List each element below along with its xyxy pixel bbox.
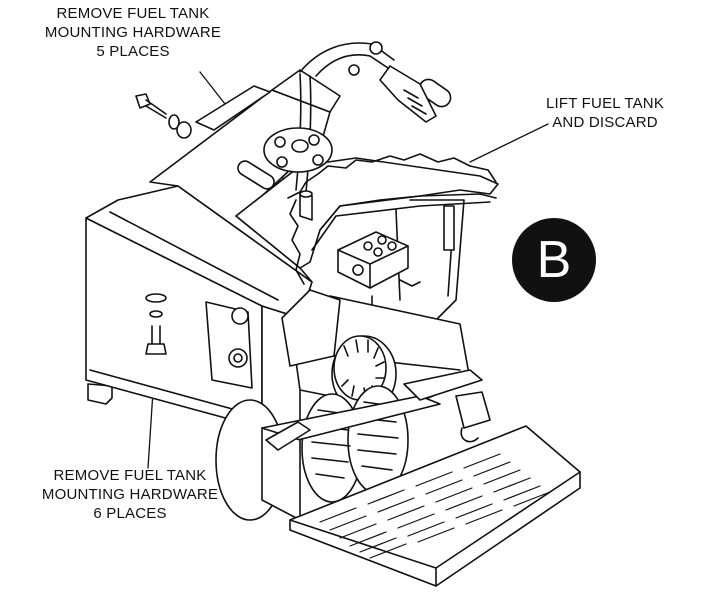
callout-right-line-2: AND DISCARD: [552, 114, 658, 131]
valve-port-1: [363, 241, 373, 251]
valve-port-3: [373, 247, 383, 257]
step-hinge-right: [403, 369, 483, 401]
top-bolt-shank: [145, 99, 167, 119]
panel-fitting-inner: [233, 353, 243, 363]
control-lever: [379, 65, 437, 123]
tank-rim-inner: [311, 201, 491, 251]
lever-grip-ridges: [403, 89, 427, 115]
callout-bottom: REMOVE FUEL TANK MOUNTING HARDWARE 6 PLA…: [0, 466, 260, 523]
callout-top: REMOVE FUEL TANK MOUNTING HARDWARE 5 PLA…: [8, 4, 258, 61]
side-washer: [145, 293, 167, 303]
top-grip: [418, 78, 452, 108]
valve-port-2: [377, 235, 387, 245]
left-handle-arm: [195, 85, 271, 131]
callout-top-line-1: REMOVE FUEL TANK: [56, 5, 210, 22]
top-pivot-2: [348, 64, 360, 76]
step-slots: [319, 453, 551, 559]
callout-top-line-2: MOUNTING HARDWARE: [44, 24, 222, 41]
callout-bottom-line-1: REMOVE FUEL TANK: [53, 467, 207, 484]
left-grip: [237, 160, 275, 190]
leader-right: [469, 123, 549, 163]
panel-knob: [231, 307, 249, 325]
callout-right-line-1: LIFT FUEL TANK: [545, 95, 665, 112]
valve-port-4: [387, 241, 397, 251]
fuel-gauge-center: [291, 139, 309, 153]
tank-rim: [319, 193, 497, 231]
step-platform-edge: [289, 471, 581, 587]
top-pivot: [369, 41, 383, 55]
side-bolt-head: [145, 343, 167, 355]
top-hardware: [135, 93, 192, 139]
callout-top-line-3: 5 PLACES: [96, 43, 170, 60]
tank-tear-line-2: [289, 199, 305, 285]
step-badge-circle: [512, 218, 596, 302]
tank-tear-line: [287, 153, 497, 199]
valve-side-port: [352, 264, 364, 276]
housing-edge: [109, 211, 279, 301]
gauge-bolt-1: [274, 136, 286, 148]
side-lockwasher: [149, 310, 163, 318]
engine-cover: [281, 289, 341, 367]
top-washer: [176, 121, 192, 139]
callout-bottom-line-3: 6 PLACES: [93, 505, 167, 522]
step-hook: [460, 427, 479, 443]
gauge-bolt-2: [308, 134, 320, 146]
step-platform: [289, 425, 581, 587]
side-bolt-shank: [151, 325, 161, 345]
callout-bottom-line-2: MOUNTING HARDWARE: [41, 486, 219, 503]
step-latch: [455, 391, 491, 429]
top-lockwasher: [168, 114, 180, 130]
valve-block-top: [337, 245, 409, 289]
housing-bottom-edge: [89, 369, 259, 417]
panel-fitting: [228, 348, 248, 368]
step-badge-letter: B: [536, 231, 572, 289]
gauge-bolt-3: [276, 156, 288, 168]
frame-strut: [443, 205, 455, 251]
fuel-gauge-plate: [263, 127, 333, 173]
step-hinge-left: [265, 421, 311, 451]
post-top: [299, 190, 313, 198]
gauge-bolt-4: [312, 154, 324, 166]
top-bolt-head: [135, 93, 151, 109]
side-hardware: [145, 293, 167, 355]
callout-right: LIFT FUEL TANK AND DISCARD: [520, 94, 690, 132]
